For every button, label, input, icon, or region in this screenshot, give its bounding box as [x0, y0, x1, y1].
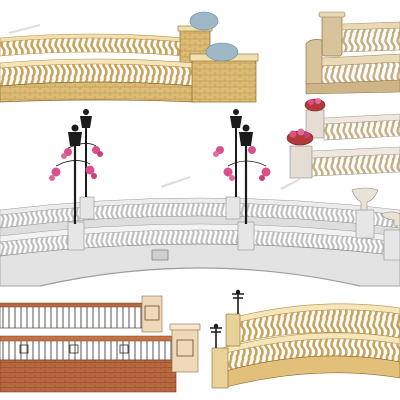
- urn-icon: [380, 211, 400, 227]
- medallion-icon: [151, 249, 169, 261]
- shrub-icon: [205, 42, 239, 62]
- shrub-icon: [189, 11, 219, 31]
- yellow-arched-balustrade-bridge: [210, 289, 400, 389]
- flower-pot-icon: [304, 98, 326, 112]
- street-lamp-icon: [61, 109, 103, 197]
- street-lamp-icon: [49, 124, 97, 224]
- grey-arched-bridge-with-lamps: [0, 109, 400, 287]
- tan-corner-balustrade: [305, 11, 400, 95]
- street-lamp-icon: [213, 109, 256, 197]
- street-lamp-icon: [210, 323, 222, 348]
- urn-icon: [351, 187, 379, 211]
- red-brick-iron-railing: [0, 295, 201, 393]
- street-lamp-icon: [232, 289, 244, 314]
- street-lamp-icon: [223, 124, 271, 224]
- yellow-brick-balustrade-bridge: [0, 11, 259, 103]
- pink-planter-balustrade: [286, 98, 400, 179]
